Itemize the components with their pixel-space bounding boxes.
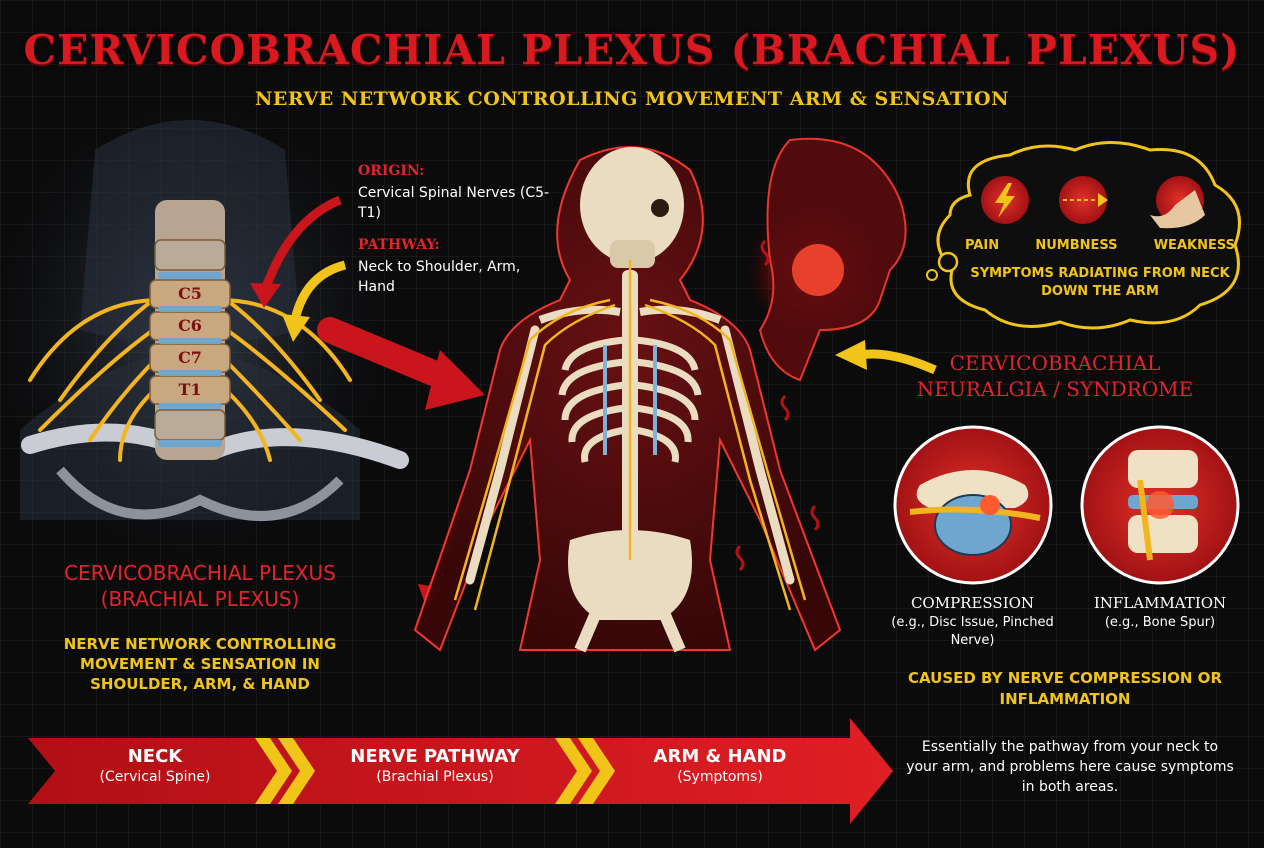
causes-summary: CAUSED BY NERVE COMPRESSION OR INFLAMMAT…: [907, 669, 1222, 708]
vertebra-c7: C7: [178, 348, 202, 367]
banner-step-pathway: NERVE PATHWAY (Brachial Plexus): [320, 746, 550, 785]
pathway-text: Neck to Shoulder, Arm, Hand: [358, 259, 521, 295]
inflammation-detail: (e.g., Bone Spur): [1104, 615, 1216, 630]
origin-arrow: [250, 195, 342, 308]
inflammation-title: INFLAMMATION: [1093, 594, 1227, 612]
origin-text: Cervical Spinal Nerves (C5-T1): [358, 185, 550, 221]
symptoms-description: SYMPTOMS RADIATING FROM NECK DOWN THE AR…: [970, 266, 1230, 299]
page-title: CERVICOBRACHIAL PLEXUS (BRACHIAL PLEXUS): [23, 26, 1241, 74]
syndrome-arrow: [835, 340, 937, 375]
footer-summary: Essentially the pathway from your neck t…: [906, 739, 1234, 795]
pathway-label: PATHWAY:: [358, 237, 440, 253]
pathway-banner: [28, 718, 893, 824]
banner-step-arm: ARM & HAND (Symptoms): [620, 746, 820, 785]
vertebra-t1: T1: [178, 380, 202, 399]
neck-pain-head: [735, 137, 907, 572]
origin-label: ORIGIN:: [358, 163, 425, 179]
banner-step-neck: NECK (Cervical Spine): [60, 746, 250, 785]
cervical-spine-illustration: [0, 100, 409, 560]
symptoms-cloud: [926, 141, 1241, 330]
compression-detail: (e.g., Disc Issue, Pinched Nerve): [891, 615, 1054, 648]
plexus-title: CERVICOBRACHIAL PLEXUS (BRACHIAL PLEXUS): [64, 561, 336, 611]
pathway-arrow: [282, 260, 347, 342]
vertebra-c5: C5: [178, 284, 202, 303]
skeleton-figure: [413, 146, 842, 653]
plexus-description: NERVE NETWORK CONTROLLING MOVEMENT & SEN…: [63, 635, 337, 693]
symptom-labels: PAIN NUMBNESS WEAKNESS: [965, 238, 1235, 253]
inflammation-illustration: [1080, 425, 1240, 585]
symptom-weakness: WEAKNESS: [1153, 238, 1235, 253]
compression-illustration: [893, 425, 1053, 585]
compression-title: COMPRESSION: [910, 594, 1035, 612]
big-red-arrow: [317, 317, 485, 410]
banner-step-pathway-sub: (Brachial Plexus): [376, 769, 494, 785]
banner-step-arm-title: ARM & HAND: [653, 746, 787, 767]
banner-step-arm-sub: (Symptoms): [677, 769, 763, 785]
banner-step-neck-sub: (Cervical Spine): [99, 769, 211, 785]
symptom-numbness: NUMBNESS: [1035, 238, 1118, 253]
banner-step-pathway-title: NERVE PATHWAY: [350, 746, 520, 767]
page-subtitle: NERVE NETWORK CONTROLLING MOVEMENT ARM &…: [255, 88, 1009, 110]
symptom-pain: PAIN: [965, 238, 1000, 253]
vertebra-c6: C6: [178, 316, 202, 335]
syndrome-title: CERVICOBRACHIAL NEURALGIA / SYNDROME: [916, 351, 1194, 401]
banner-step-neck-title: NECK: [127, 746, 183, 767]
